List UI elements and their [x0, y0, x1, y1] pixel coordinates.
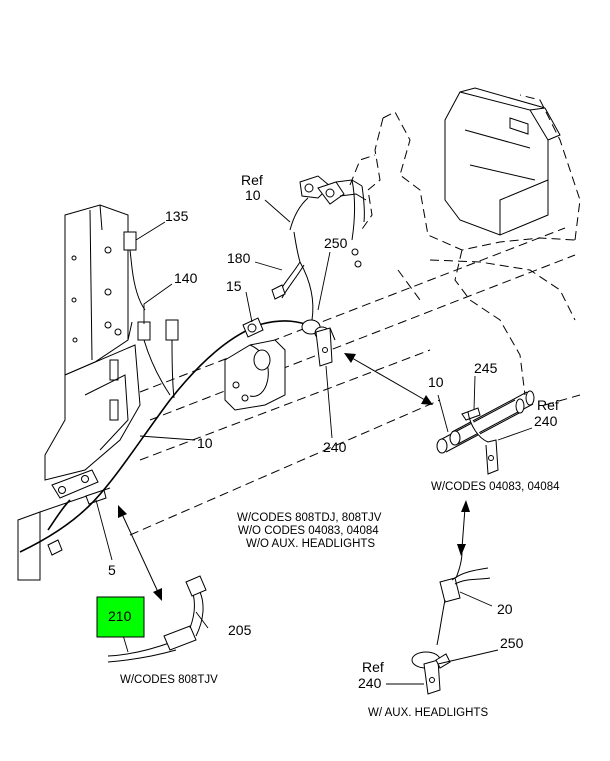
clamp-5 — [51, 469, 107, 505]
captions: W/CODES 04083, 04084 W/CODES 808TDJ, 808… — [120, 481, 560, 719]
caption-codes-04083: W/CODES 04083, 04084 — [431, 481, 560, 493]
caption-codes-808tjv: W/CODES 808TJV — [120, 674, 218, 686]
callout-ref-240b-ref: Ref — [362, 659, 384, 675]
clamp-250-bracket-240 — [301, 319, 336, 367]
callout-205: 205 — [228, 622, 252, 638]
callout-20: 20 — [497, 601, 513, 617]
reference-arrows — [118, 353, 470, 601]
callout-250-top: 250 — [324, 235, 348, 251]
background-outline — [129, 94, 581, 536]
highlight-box-210 — [96, 596, 145, 638]
leader-lines — [95, 199, 533, 685]
callout-180: 180 — [227, 250, 251, 266]
vertical-bracket — [17, 204, 141, 581]
callout-140: 140 — [174, 270, 198, 286]
callout-135: 135 — [165, 208, 189, 224]
callout-labels: 135 140 Ref 10 180 250 15 10 240 5 210 2… — [108, 172, 559, 691]
inset-808tjv — [107, 575, 207, 663]
callout-ref-10-ref: Ref — [241, 172, 263, 188]
callout-240-mid: 240 — [323, 439, 347, 455]
caption-aux-headlights: W/ AUX. HEADLIGHTS — [368, 707, 488, 719]
callout-ref-10-num: 10 — [245, 187, 261, 203]
bracket-15 — [224, 317, 286, 411]
callout-ref-240-num: 240 — [534, 413, 558, 429]
callout-210: 210 — [108, 608, 132, 624]
connectors-135-140 — [114, 231, 179, 399]
callout-245: 245 — [474, 360, 498, 376]
callout-ref-240-ref: Ref — [537, 397, 559, 413]
caption-main-line2: W/O CODES 04083, 04084 — [238, 525, 379, 537]
harness-10 — [19, 320, 313, 556]
callout-10-right: 10 — [428, 374, 444, 390]
callout-15: 15 — [226, 278, 242, 294]
caption-main-line1: W/CODES 808TDJ, 808TJV — [237, 512, 382, 524]
headlight-module — [444, 87, 561, 236]
callout-250-bottom: 250 — [500, 635, 524, 651]
harness-180 — [271, 175, 367, 321]
callout-ref-240b-num: 240 — [358, 675, 382, 691]
callout-5: 5 — [108, 562, 116, 578]
callout-10-mid: 10 — [197, 435, 213, 451]
inset-clamp-245 — [436, 390, 535, 475]
caption-main-line3: W/O AUX. HEADLIGHTS — [246, 538, 375, 550]
inset-aux-headlights — [411, 551, 491, 695]
